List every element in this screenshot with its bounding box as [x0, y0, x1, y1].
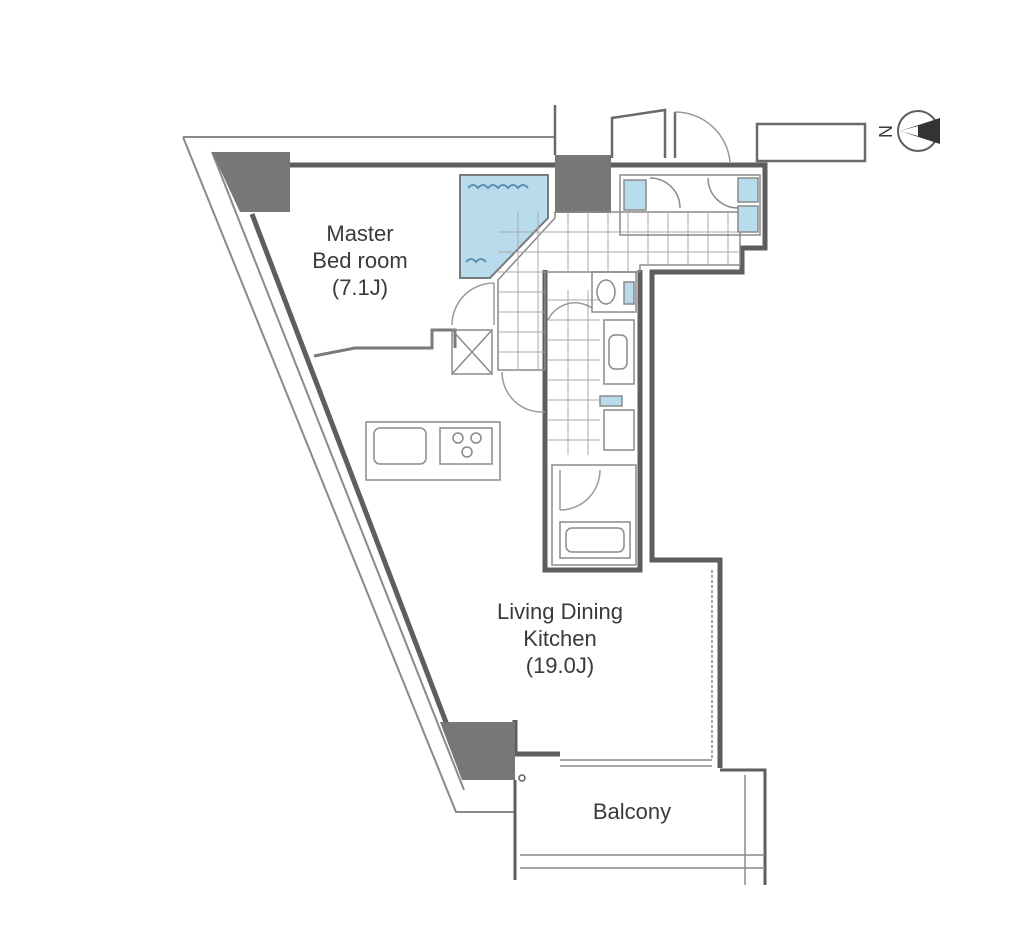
bathroom — [551, 464, 637, 566]
structural-columns — [212, 152, 611, 780]
entry-tiles — [548, 290, 600, 455]
master-bedroom-size: (7.1J) — [331, 275, 389, 300]
ldk-name-line1: Living Dining — [497, 599, 623, 624]
ldk-name-line2: Kitchen — [523, 626, 597, 651]
master-bedroom-name-line1: Master — [326, 221, 394, 246]
balcony-sliding-door — [560, 759, 712, 767]
compass-north-label: N — [876, 125, 896, 138]
column-north — [555, 155, 611, 213]
door-swings — [501, 302, 601, 511]
compass-icon — [897, 110, 940, 152]
ldk-size: (19.0J) — [525, 653, 595, 678]
master-bedroom-label: Master Bed room (7.1J) — [290, 220, 430, 301]
washbasin — [603, 319, 635, 385]
entry-closet — [619, 174, 761, 236]
entrance — [553, 105, 731, 163]
walk-in-closet — [459, 174, 549, 279]
toilet — [591, 271, 637, 313]
master-bedroom-name-line2: Bed room — [312, 248, 408, 273]
laundry-unit — [599, 395, 635, 451]
ldk-label: Living Dining Kitchen (19.0J) — [470, 598, 650, 679]
corridor-tiles — [497, 211, 741, 371]
exterior-walls — [249, 162, 768, 768]
meter-box — [755, 122, 867, 163]
kitchen-counter — [365, 421, 501, 481]
bedroom-partition — [313, 328, 457, 358]
cooktop — [439, 427, 493, 465]
column-southwest — [440, 722, 515, 780]
sink — [373, 427, 427, 465]
balcony-frame — [513, 768, 767, 885]
outer-window-frame — [182, 136, 555, 813]
balcony-label: Balcony — [572, 798, 692, 825]
bedroom-door — [451, 282, 495, 326]
closet-box — [451, 329, 493, 375]
column-northwest — [212, 152, 290, 212]
balcony-name: Balcony — [592, 799, 672, 824]
